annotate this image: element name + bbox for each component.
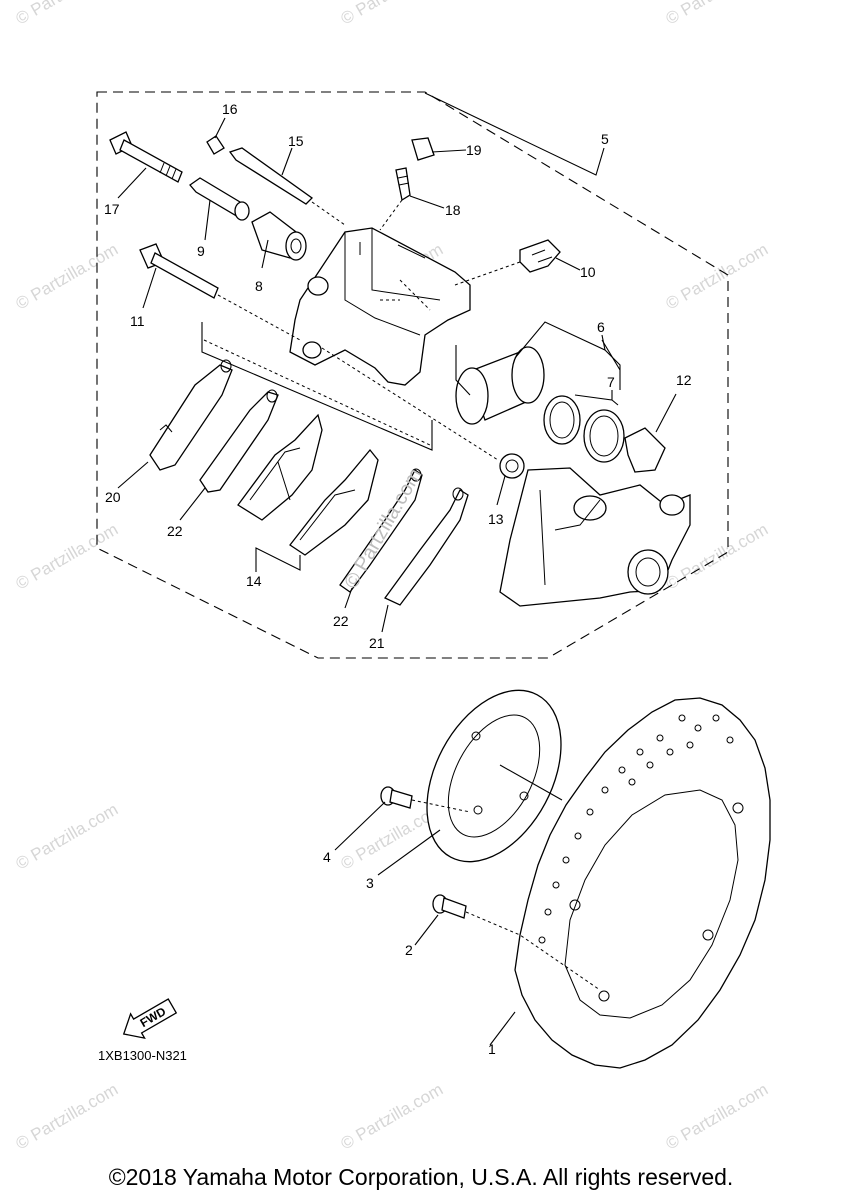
watermark: © Partzilla.com: [13, 1080, 122, 1154]
watermark: © Partzilla.com: [663, 240, 772, 314]
callout-22-left: 22: [167, 523, 183, 539]
watermark: © Partzilla.com: [663, 0, 772, 28]
seal-7: [543, 395, 625, 463]
guide-lines: [201, 322, 499, 461]
callout-2: 2: [405, 942, 413, 958]
leader-lines: [117, 92, 677, 1046]
shim-20: [149, 359, 233, 471]
watermark: © Partzilla.com: [13, 520, 122, 594]
callout-16: 16: [222, 101, 238, 117]
callout-12: 12: [676, 372, 692, 388]
bolt-4: [380, 786, 471, 813]
callout-7: 7: [607, 374, 615, 390]
brake-disc-1: [514, 697, 771, 1069]
callout-20: 20: [105, 489, 121, 505]
bracket-12: [499, 427, 691, 607]
cap-16: [206, 135, 225, 155]
callout-11: 11: [130, 313, 145, 329]
callout-10: 10: [580, 264, 596, 280]
watermark: © Partzilla.com: [338, 0, 447, 28]
watermark: © Partzilla.com: [13, 800, 122, 874]
callout-22-right: 22: [333, 613, 349, 629]
diagram-code: 1XB1300-N321: [98, 1048, 187, 1063]
clip-10: [454, 239, 561, 286]
pad-14b: [289, 448, 379, 556]
callout-4: 4: [323, 849, 331, 865]
callout-21: 21: [369, 635, 385, 651]
bleeder-18: [379, 167, 411, 231]
callout-6: 6: [597, 319, 605, 335]
callout-18: 18: [445, 202, 461, 218]
watermark: © Partzilla.com: [338, 1080, 447, 1154]
bolt-17: [109, 131, 183, 183]
watermark: © Partzilla.com: [13, 240, 122, 314]
shim-21: [384, 487, 469, 606]
callout-9: 9: [197, 243, 205, 259]
callout-1: 1: [488, 1041, 496, 1057]
sensor-rotor-3: [426, 689, 562, 863]
callout-3: 3: [366, 875, 374, 891]
shim-22b: [339, 468, 423, 593]
callout-19: 19: [466, 142, 482, 158]
caliper-assembly-outline: [96, 91, 729, 659]
copyright-text: ©2018 Yamaha Motor Corporation, U.S.A. A…: [109, 1164, 734, 1190]
callout-labels: 1 2 3 4 5 6 7 8 9 10 11 12 13 14 15 16 1…: [104, 101, 692, 1057]
cap-19: [411, 137, 435, 161]
piston-6: [455, 346, 545, 425]
pad-14a: [237, 413, 323, 521]
watermark: © Partzilla.com: [663, 1080, 772, 1154]
callout-15: 15: [288, 133, 304, 149]
bushing-13: [499, 453, 525, 479]
callout-14: 14: [246, 573, 262, 589]
bolt-11: [139, 243, 301, 341]
callout-13: 13: [488, 511, 504, 527]
shim-22a: [199, 389, 279, 493]
caliper-body: [289, 227, 471, 386]
fwd-arrow-icon: FWD: [122, 998, 178, 1040]
callout-8: 8: [255, 278, 263, 294]
callout-5: 5: [601, 131, 609, 147]
guide-line-rotor: [499, 764, 563, 801]
pin-15: [228, 147, 346, 226]
watermark: © Partzilla.com: [13, 0, 122, 28]
bolt-2: [432, 894, 601, 991]
callout-17: 17: [104, 201, 120, 217]
sleeve-9: [189, 177, 250, 221]
boot-8: [251, 211, 307, 261]
